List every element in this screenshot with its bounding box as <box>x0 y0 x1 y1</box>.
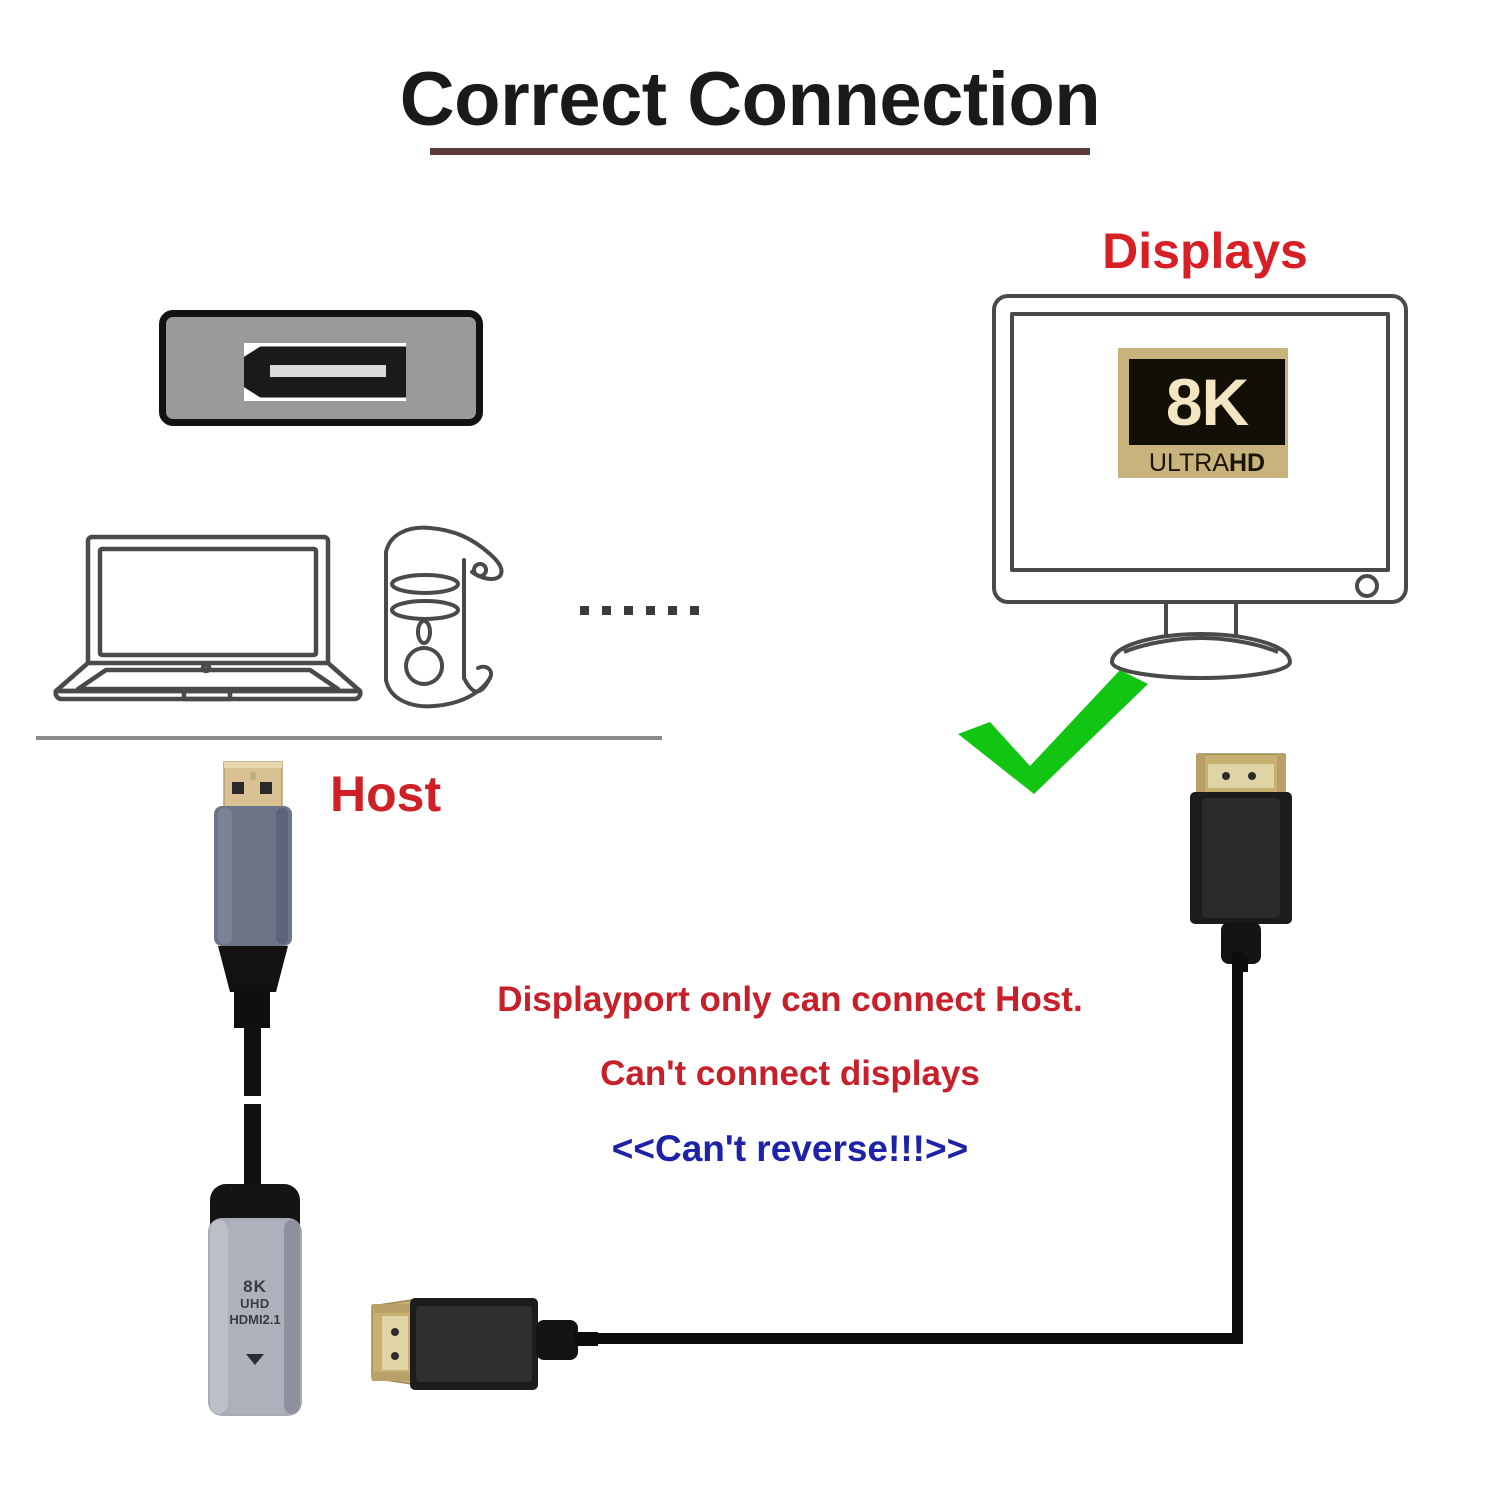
ellipsis-dot <box>646 606 655 615</box>
adapter-direction-arrow-icon <box>246 1354 264 1365</box>
ellipsis-dot <box>624 606 633 615</box>
ellipsis-dot <box>690 606 699 615</box>
displayport-male-plug-icon <box>214 761 292 1028</box>
note-line-1: Displayport only can connect Host. <box>497 980 1083 1019</box>
host-group-divider <box>36 736 662 740</box>
note-line-2: Can't connect displays <box>600 1054 980 1093</box>
warning-notes: Displayport only can connect Host. Can't… <box>340 980 1240 1170</box>
displays-label: Displays <box>0 222 1500 280</box>
laptop-icon <box>53 534 363 702</box>
8k-ultrahd-logo: 8K ULTRAHD <box>1118 348 1288 478</box>
host-label-text: Host <box>330 766 442 822</box>
8k-logo-sub-bold: HD <box>1229 449 1266 477</box>
host-label: Host <box>330 765 441 823</box>
dp-cable-lower-segment <box>244 1104 261 1200</box>
dp-cable-upper-segment <box>244 1022 261 1096</box>
ellipsis-dot <box>668 606 677 615</box>
8k-logo-sub-prefix: ULTRA <box>1148 449 1229 477</box>
ellipsis-dot <box>602 606 611 615</box>
hdmi-cable-horizontal-segment <box>563 1333 1243 1344</box>
adapter-body <box>208 1184 302 1416</box>
hdmi-male-plug-icon <box>371 1298 598 1390</box>
ellipsis-dots-icon <box>580 606 699 615</box>
hdmi-cable-vertical-segment <box>1232 952 1243 1344</box>
ellipsis-dot <box>580 606 589 615</box>
displays-label-text: Displays <box>1102 223 1308 279</box>
note-line-3: <<Can't reverse!!!>> <box>611 1128 969 1169</box>
title-underline <box>430 148 1090 155</box>
hdmi-male-plug-icon <box>1190 753 1292 972</box>
8k-logo-main-text: 8K <box>1165 365 1249 439</box>
8k-logo-black-panel: 8K <box>1129 359 1285 445</box>
displayport-slot-gap <box>270 365 386 377</box>
8k-logo-sub-text: ULTRAHD <box>1122 448 1292 478</box>
green-checkmark-icon <box>958 670 1148 794</box>
pc-tower-icon <box>384 525 504 709</box>
displayport-female-port-icon <box>159 310 483 426</box>
dp-to-hdmi-adapter-icon: 8K UHD HDMI2.1 <box>196 1182 314 1426</box>
displayport-port-opening <box>244 343 406 401</box>
page-title: Correct Connection <box>0 62 1500 138</box>
page-title-text: Correct Connection <box>399 57 1101 142</box>
